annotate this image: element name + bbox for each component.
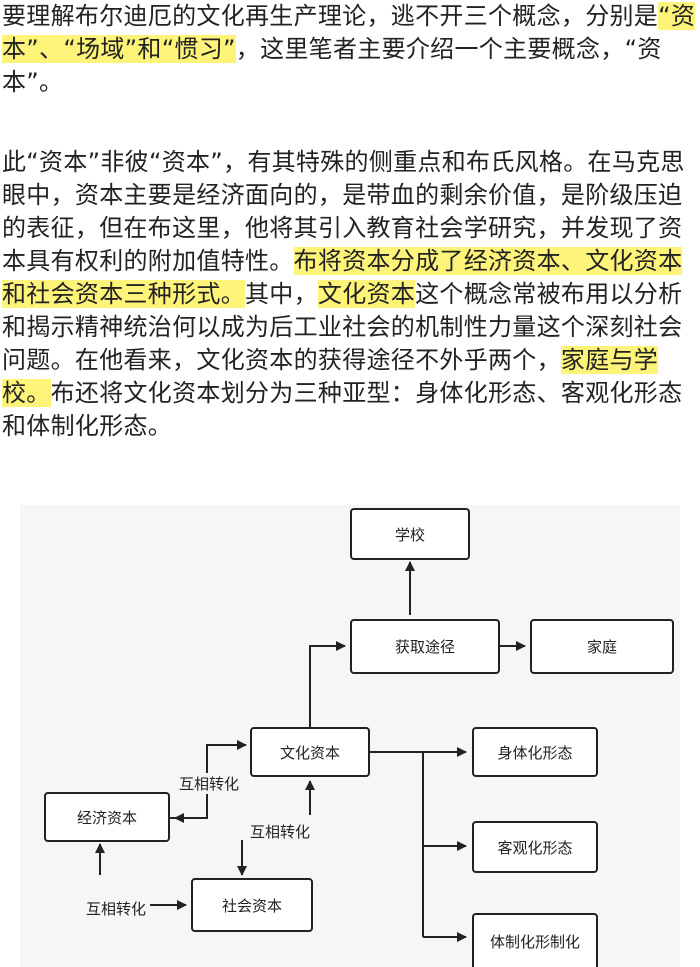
arrow-cultural-acquire (309, 641, 346, 727)
diagram-connectors (95, 561, 526, 942)
node-acquisition-path: 获取途径 (350, 619, 500, 674)
text-span: 要理解布尔迪厄的文化再生产理论，逃不开三个概念，分别是 (2, 2, 659, 30)
node-objectified-form: 客观化形态 (472, 821, 598, 873)
text-span: ，这里笔者主要介绍一个主要概念，“资本”。 (2, 35, 662, 96)
highlight-cultural-capital: 文化资本 (317, 280, 416, 308)
paragraph-intro: 要理解布尔迪厄的文化再生产理论，逃不开三个概念，分别是“资本”、“场域”和“惯习… (2, 0, 700, 99)
article-body: 要理解布尔迪厄的文化再生产理论，逃不开三个概念，分别是“资本”、“场域”和“惯习… (2, 0, 700, 443)
node-embodied-form: 身体化形态 (472, 727, 598, 777)
node-economic-capital: 经济资本 (44, 792, 170, 842)
node-social-capital: 社会资本 (191, 878, 313, 932)
node-school: 学校 (350, 508, 470, 560)
capital-diagram: 学校 获取途径 家庭 文化资本 身体化形态 经济资本 客观化形态 社会资本 体制… (20, 505, 680, 967)
node-family: 家庭 (530, 619, 674, 674)
label-econ-cultural: 互相转化 (177, 773, 242, 794)
label-cultural-social: 互相转化 (248, 821, 313, 842)
text-span: 其中， (245, 280, 318, 308)
node-institutional-form: 体制化形制化 (472, 913, 598, 967)
text-span: 这个概念常被布用以分析和揭示精神统治何以成为后工业社会的机制性力量这个深刻社会问… (2, 280, 683, 374)
text-span: 布还将文化资本划分为三种亚型：身体化形态、客观化形态和体制化形态。 (2, 379, 683, 440)
label-econ-social: 互相转化 (84, 898, 149, 919)
text-span: 此“资本”非彼“资本”，有其特殊的侧重点和布氏风格。在马克思眼中，资本主要是经济… (2, 148, 685, 275)
paragraph-capital: 此“资本”非彼“资本”，有其特殊的侧重点和布氏风格。在马克思眼中，资本主要是经济… (2, 146, 700, 443)
node-cultural-capital: 文化资本 (250, 727, 370, 777)
